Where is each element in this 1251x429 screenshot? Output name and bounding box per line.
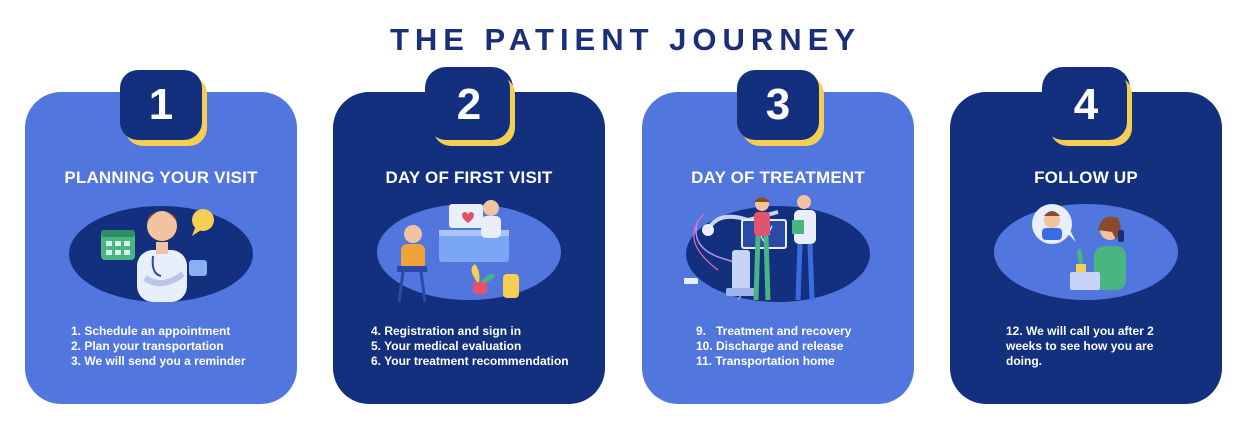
consultation-illustration: [377, 200, 561, 303]
step-card-title: PLANNING YOUR VISIT: [64, 168, 258, 187]
step-number-badge: 3: [737, 70, 819, 140]
step-card-follow-up: 4 FOLLOW UP 12. We will call you after 2…: [950, 70, 1222, 404]
step-number-badge: 1: [120, 70, 202, 140]
doctor-icon: [792, 195, 816, 301]
woman-on-phone-icon: [1094, 216, 1126, 290]
list-item: 10. Discharge and release: [696, 339, 844, 353]
step-card-title: FOLLOW UP: [1034, 168, 1138, 187]
page-title: THE PATIENT JOURNEY: [389, 22, 862, 57]
list-item: 1. Schedule an appointment: [71, 324, 231, 338]
step-card-title: DAY OF TREATMENT: [691, 168, 865, 187]
treatment-illustration: [684, 195, 870, 302]
plant-icon: [1076, 248, 1086, 272]
calendar-icon: [101, 230, 135, 260]
list-item: 6. Your treatment recommendation: [371, 354, 569, 368]
list-item: 2. Plan your transportation: [71, 339, 224, 353]
step-list: 9. Treatment and recovery 10. Discharge …: [696, 324, 900, 369]
phone-call-illustration: [994, 204, 1178, 300]
doctor-icon: [481, 200, 501, 238]
list-item: 11. Transportation home: [696, 354, 835, 368]
step-card-planning: 1 PLANNING YOUR VISIT 1. Schedule an app…: [25, 70, 297, 404]
list-item: 4. Registration and sign in: [371, 324, 522, 338]
list-item: 3. We will send you a reminder: [71, 354, 246, 368]
step-card-title: DAY OF FIRST VISIT: [385, 168, 553, 187]
robotic-arm-icon: [693, 210, 779, 301]
chat-bubble-icon: [192, 209, 214, 236]
step-card-treatment: 3 DAY OF TREATMENT: [642, 70, 914, 404]
step-list: 4. Registration and sign in 5. Your medi…: [371, 324, 591, 369]
step-list: 1. Schedule an appointment 2. Plan your …: [71, 324, 283, 369]
list-item: 9. Treatment and recovery: [696, 324, 852, 338]
step-number-badge: 4: [1045, 70, 1127, 140]
nurse-icon: [753, 197, 771, 301]
step-number-badge: 2: [428, 70, 510, 140]
list-item: 5. Your medical evaluation: [371, 339, 522, 353]
list-item: 12. We will call you after 2 weeks to se…: [1006, 324, 1154, 368]
doctor-calendar-illustration: [69, 206, 253, 302]
doctor-icon: [137, 211, 187, 302]
monitor-icon: [449, 204, 483, 228]
step-card-first-visit: 2 DAY OF FIRST VISIT 4. Registration and: [333, 70, 605, 404]
doctor-avatar-icon: [1032, 204, 1076, 244]
patient-icon: [397, 225, 427, 303]
plant-icon: [471, 264, 495, 294]
step-list: 12. We will call you after 2 weeks to se…: [1006, 324, 1208, 369]
